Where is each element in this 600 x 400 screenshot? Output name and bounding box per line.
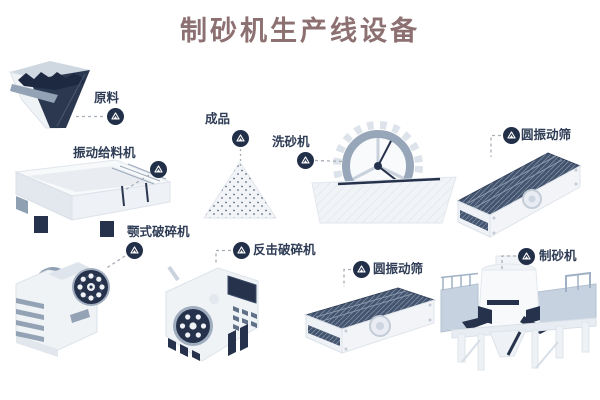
impact-crusher-illustration — [165, 265, 259, 362]
impact-crusher-label: 反击破碎机 — [253, 243, 316, 257]
vibrating-screen-bottom-marker-icon — [353, 261, 370, 278]
vibrating-screen-top-illustration — [456, 152, 582, 238]
raw-material-marker-icon — [107, 108, 124, 125]
page-title: 制砂机生产线设备 — [180, 16, 420, 46]
sand-washer-marker-icon — [297, 152, 314, 169]
vibrating-screen-top-label: 圆振动筛 — [521, 128, 572, 142]
finished-product-pile-illustration — [203, 161, 277, 219]
sand-washer-connector-line — [314, 159, 346, 163]
vibrating-screen-bottom-label: 圆振动筛 — [373, 262, 424, 276]
jaw-crusher-label: 颚式破碎机 — [127, 225, 190, 239]
sand-maker-illustration — [440, 255, 597, 371]
vibrating-feeder-illustration — [14, 159, 172, 237]
finished-product-marker-icon — [232, 130, 249, 147]
vibrating-feeder-marker-icon — [150, 161, 167, 178]
finished-product-label: 成品 — [205, 112, 231, 126]
impact-crusher-connector-line — [215, 249, 231, 265]
sand-maker-connector-line — [501, 255, 516, 270]
vibrating-screen-bottom-illustration — [304, 287, 436, 354]
impact-crusher-marker-icon — [233, 242, 250, 259]
raw-material-hopper-illustration — [9, 61, 90, 129]
sand-washer-illustration — [311, 121, 457, 224]
jaw-crusher-illustration — [15, 262, 110, 357]
jaw-crusher-marker-icon — [126, 242, 143, 259]
sand-maker-label: 制砂机 — [539, 249, 577, 263]
vibrating-screen-top-connector-line — [490, 134, 501, 157]
sand-maker-marker-icon — [518, 248, 535, 265]
vibrating-screen-top-marker-icon — [503, 127, 520, 144]
vibrating-feeder-label: 振动给料机 — [73, 146, 136, 160]
sand-washer-label: 洗砂机 — [272, 135, 310, 149]
jaw-crusher-connector-line — [104, 255, 126, 270]
vibrating-screen-bottom-connector-line — [343, 268, 351, 287]
vibrating-feeder-connector-line — [124, 174, 150, 191]
raw-material-label: 原料 — [94, 91, 120, 105]
